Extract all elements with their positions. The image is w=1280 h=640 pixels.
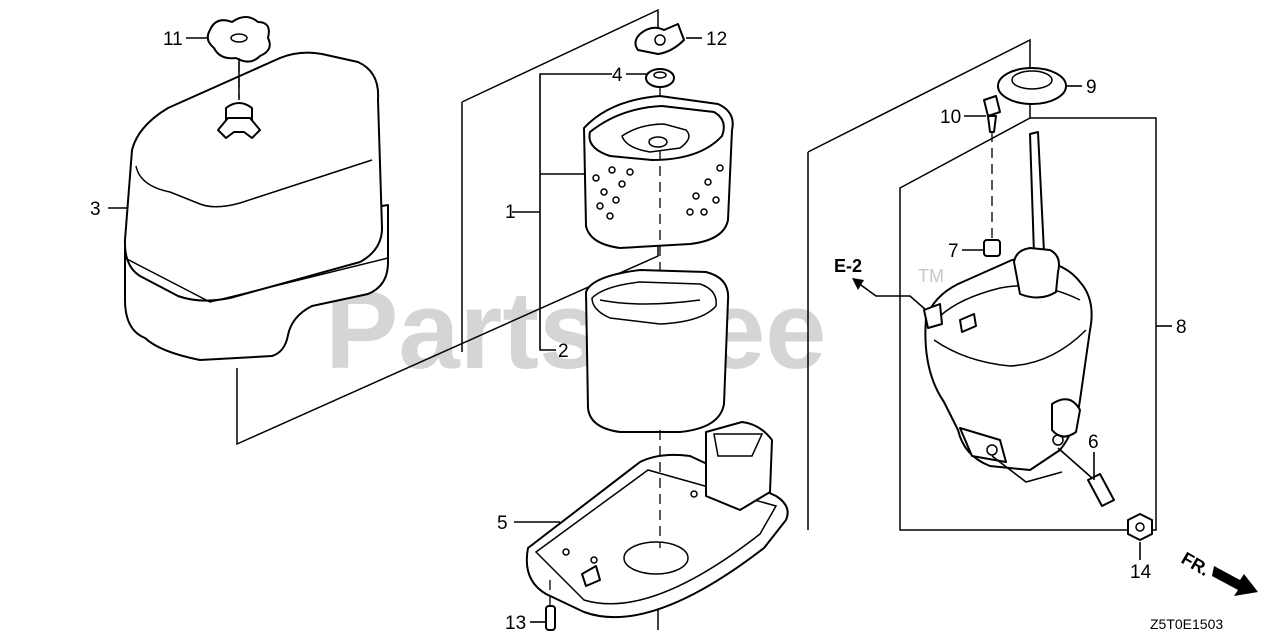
front-direction-indicator: FR. [1178,548,1258,596]
callout-2: 2 [558,341,569,362]
part-14-flange-nut[interactable] [1127,513,1153,541]
callout-8: 8 [1176,317,1187,338]
callout-5: 5 [497,513,508,534]
callout-7: 7 [948,241,959,262]
part-13-pin[interactable] [545,605,556,631]
right-frame-inner [899,117,1157,531]
callout-11: 11 [163,29,183,50]
part-2-foam-element[interactable] [585,269,730,433]
part-10-bolt[interactable] [983,95,1001,133]
drawing-code: Z5T0E1503 [1150,616,1223,632]
part-8-breather-case[interactable] [923,131,1093,471]
part-6-tube[interactable] [991,447,1115,507]
callout-9: 9 [1086,77,1097,98]
part-3-air-cleaner-cover[interactable] [123,51,389,361]
callout-3: 3 [90,199,101,220]
callout-12: 12 [706,29,727,50]
callout-6: 6 [1088,432,1099,453]
callout-10: 10 [940,107,961,128]
part-9-seal-ring[interactable] [997,67,1067,105]
part-12-wing-nut[interactable] [634,23,685,55]
front-direction-arrow-icon [1212,566,1258,596]
part-7-collar[interactable] [983,239,1001,257]
callout-14: 14 [1130,562,1152,583]
e2-reference-label: E-2 [834,256,862,276]
filter-perforations [592,164,724,220]
callout-4: 4 [612,65,623,86]
callout-leaders [108,37,1172,623]
part-1-filter-element[interactable] [583,95,734,249]
part-5-air-cleaner-case[interactable] [525,421,789,619]
watermark-text: PartsTree [325,269,826,392]
front-direction-label: FR. [1178,548,1213,580]
trademark-mark: TM [918,266,944,286]
callout-1: 1 [505,202,516,223]
part-4-grommet[interactable] [645,68,675,88]
callout-13: 13 [505,613,526,634]
e2-reference-arrow: E-2 [834,256,927,311]
